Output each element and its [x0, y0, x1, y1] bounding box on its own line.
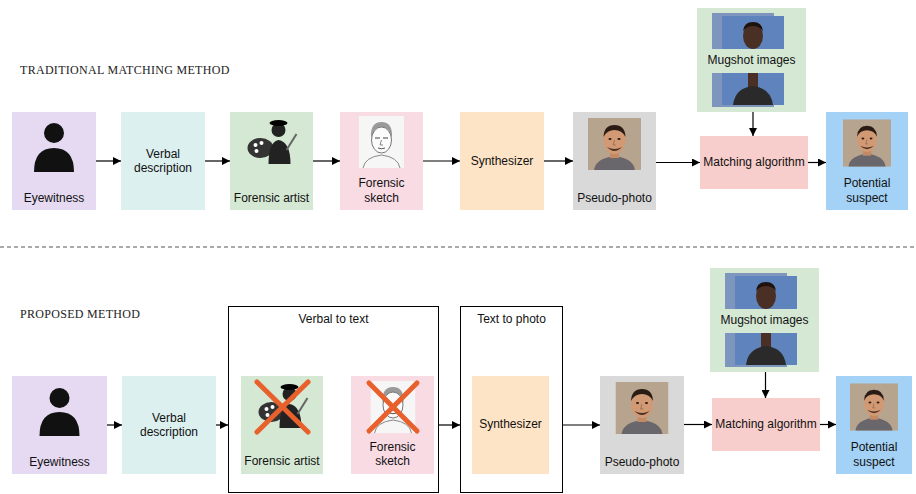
eyewitness-icon — [40, 388, 80, 436]
eyewitness-icon-part — [40, 412, 80, 436]
process-box: Synthesizer — [460, 112, 544, 210]
node-label: Potential suspect — [829, 176, 905, 205]
cross-mark-part — [257, 382, 308, 432]
flow-arrow — [808, 162, 826, 163]
mugshot-photos — [725, 273, 797, 367]
process-box: Eyewitness — [12, 112, 96, 210]
cross-mark — [257, 382, 308, 432]
eyewitness-icon — [34, 123, 74, 172]
process-box: Eyewitness — [12, 376, 107, 474]
pseudo-photo-image — [588, 118, 641, 170]
group-box: Verbal to textForensic artist Forensic sk… — [228, 306, 439, 493]
flow-arrow — [439, 424, 460, 425]
group-box: Text to photoSynthesizer — [460, 306, 563, 493]
node-label: Synthesizer — [463, 154, 541, 168]
process-box: Matching algorithm — [700, 136, 808, 189]
node-label: Eyewitness — [15, 455, 104, 469]
section-divider — [0, 247, 916, 248]
node-label: Verbal description — [125, 411, 213, 440]
flow-arrow — [544, 160, 573, 161]
node-label: Mugshot images — [717, 312, 811, 328]
artist-icon — [248, 120, 297, 164]
eyewitness-icon-part — [50, 388, 70, 408]
flow-arrow — [205, 160, 230, 161]
process-box: Forensic artist — [230, 112, 313, 210]
suspect-photo — [843, 119, 891, 166]
flow-arrow — [216, 424, 228, 425]
eyewitness-icon-part — [34, 148, 74, 172]
artist-icon — [259, 384, 308, 428]
pseudo-photo-image — [616, 382, 669, 434]
eyewitness-icon-part — [44, 123, 64, 143]
process-box: Verbal description — [121, 112, 205, 210]
process-box: Synthesizer — [472, 376, 549, 474]
process-box: Pseudo-photo — [573, 112, 656, 210]
process-box: Pseudo-photo — [600, 376, 684, 474]
node-label: Mugshot images — [704, 52, 798, 68]
process-box: Mugshot images — [697, 8, 806, 112]
node-label: Pseudo-photo — [576, 191, 653, 205]
node-label: Forensic sketch — [343, 176, 420, 205]
node-label: Forensic sketch — [354, 440, 431, 469]
process-box: Forensic artist — [241, 376, 323, 474]
suspect-photo — [850, 383, 898, 430]
flow-arrow — [423, 160, 460, 161]
node-label: Matching algorithm — [715, 417, 817, 431]
flow-arrow — [752, 112, 753, 136]
section-title: PROPOSED METHOD — [20, 307, 140, 322]
cross-mark-part — [257, 382, 308, 432]
process-box: Potential suspect — [836, 376, 912, 474]
flow-arrow — [656, 162, 700, 163]
flow-arrow — [563, 424, 600, 425]
node-label: Verbal description — [124, 147, 202, 176]
process-box: Matching algorithm — [712, 398, 820, 451]
node-label: Potential suspect — [839, 440, 909, 469]
flow-arrow — [96, 160, 121, 161]
process-box: Verbal description — [122, 376, 216, 474]
cross-mark — [369, 383, 417, 431]
node-label: Forensic artist — [244, 454, 320, 468]
mugshot-photos — [712, 13, 784, 107]
cross-mark-part — [369, 383, 417, 431]
process-box: Forensic sketch — [351, 376, 434, 474]
flow-arrow — [313, 160, 340, 161]
sketch-image — [371, 381, 416, 433]
cross-mark-part — [369, 383, 417, 431]
node-label: Eyewitness — [15, 191, 93, 205]
node-label: Forensic artist — [233, 191, 310, 205]
flow-arrow — [107, 424, 122, 425]
node-label: Pseudo-photo — [603, 455, 681, 469]
section-title: TRADITIONAL MATCHING METHOD — [20, 63, 230, 78]
node-label: Matching algorithm — [703, 155, 805, 169]
process-box: Forensic sketch — [340, 112, 423, 210]
group-heading: Text to photo — [464, 312, 559, 326]
process-box: Mugshot images — [710, 268, 819, 372]
sketch-image — [359, 116, 404, 168]
flow-arrow — [765, 372, 766, 398]
node-label: Synthesizer — [475, 417, 546, 431]
process-box: Potential suspect — [826, 112, 908, 210]
flow-arrow — [820, 424, 836, 425]
group-heading: Verbal to text — [232, 312, 435, 326]
flow-arrow — [684, 424, 712, 425]
